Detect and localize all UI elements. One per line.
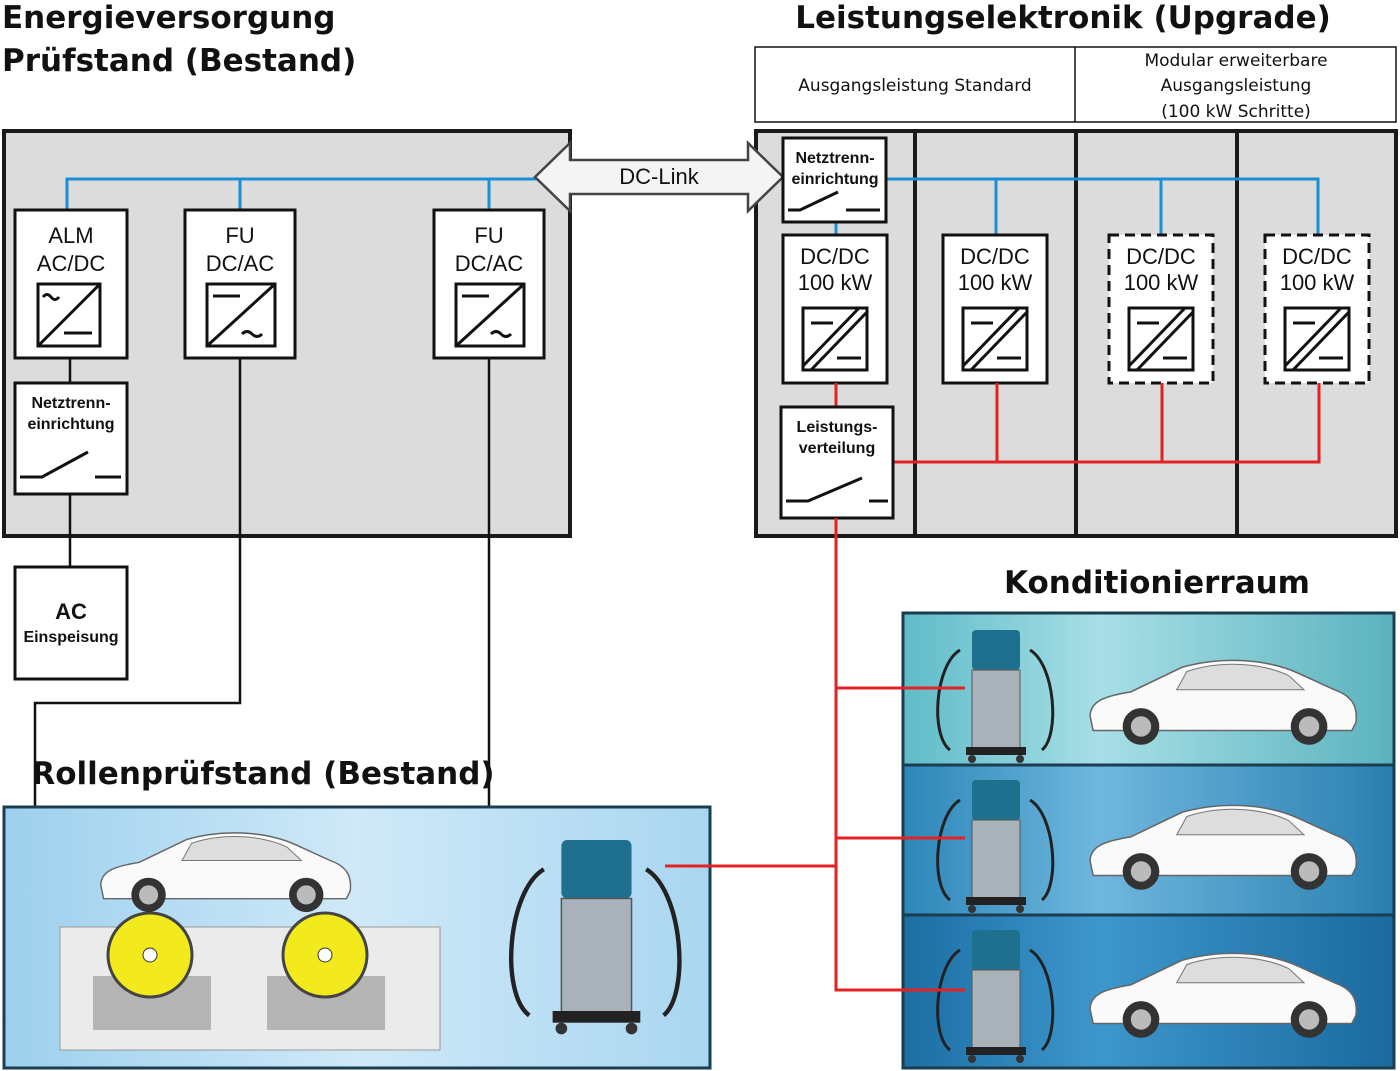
dcdc-module-type: DC/DC [1126, 244, 1196, 269]
switch-icon [786, 476, 888, 503]
ac-feed-line2: Einspeisung [23, 629, 118, 646]
title-energy-line2: Prüfstand (Bestand) [2, 43, 356, 79]
alm-name: ALM [48, 223, 93, 248]
fu1-type: DC/AC [206, 251, 275, 276]
dc-link-label: DC-Link [619, 164, 699, 189]
dc-ac-converter-icon [454, 282, 526, 348]
title-conditioning-room: Konditionierraum [1004, 565, 1310, 601]
ac-feed-line1: AC [55, 599, 87, 624]
header-standard: Ausgangsleistung Standard [798, 76, 1031, 96]
disconnect-left: Netztrenn- einrichtung [13, 381, 129, 496]
disconnect-right-line1: Netztrenn- [795, 150, 874, 167]
title-power-electronics: Leistungselektronik (Upgrade) [795, 0, 1331, 36]
power-distribution-line2: verteilung [799, 440, 875, 457]
dcdc-module-power: 100 kW [1124, 270, 1199, 295]
title-energy-line1: Energieversorgung [2, 0, 335, 36]
dcdc-module-power: 100 kW [958, 270, 1033, 295]
alm-unit: ALM AC/DC [13, 208, 129, 360]
dc-dc-converter-icon [961, 306, 1029, 372]
roller-2-hub [317, 947, 333, 963]
dcdc-module-type: DC/DC [960, 244, 1030, 269]
switch-icon [788, 190, 880, 212]
ac-feed-box: AC Einspeisung [13, 565, 129, 681]
disconnect-left-line1: Netztrenn- [31, 395, 110, 412]
dc-dc-converter-icon [1283, 306, 1351, 372]
fu1-name: FU [225, 223, 254, 248]
dcdc-module-power: 100 kW [1280, 270, 1355, 295]
dc-bus-right [834, 177, 1320, 235]
disconnect-right-line2: einrichtung [791, 171, 878, 188]
dc-output-bus [834, 383, 1321, 464]
disconnect-left-line2: einrichtung [27, 416, 114, 433]
charging-feed-lines [665, 518, 965, 992]
dcdc-module-type: DC/DC [1282, 244, 1352, 269]
alm-type: AC/DC [37, 251, 106, 276]
dc-dc-converter-icon [801, 306, 869, 372]
fu2-type: DC/AC [455, 251, 524, 276]
power-distribution: Leistungs- verteilung [779, 405, 895, 520]
header-modular-line2: Ausgangsleistung [1161, 76, 1312, 96]
dc-dc-converter-icon [1127, 306, 1195, 372]
ac-dc-converter-icon [36, 282, 102, 348]
disconnect-right: Netztrenn- einrichtung [781, 136, 888, 224]
fu-unit-2: FU DC/AC [432, 208, 546, 360]
header-modular-line3: (100 kW Schritte) [1161, 102, 1311, 122]
dcdc-module-type: DC/DC [800, 244, 870, 269]
fu-unit-1: FU DC/AC [183, 208, 297, 360]
roller-1-hub [142, 947, 158, 963]
title-roller-test-bench: Rollenprüfstand (Bestand) [31, 756, 494, 792]
switch-icon [20, 450, 121, 479]
dcdc-module-power: 100 kW [798, 270, 873, 295]
dc-bus-left [65, 177, 545, 210]
dc-ac-converter-icon [205, 282, 277, 348]
header-modular-line1: Modular erweiterbare [1144, 51, 1327, 71]
power-distribution-line1: Leistungs- [797, 419, 878, 436]
fu2-name: FU [474, 223, 503, 248]
